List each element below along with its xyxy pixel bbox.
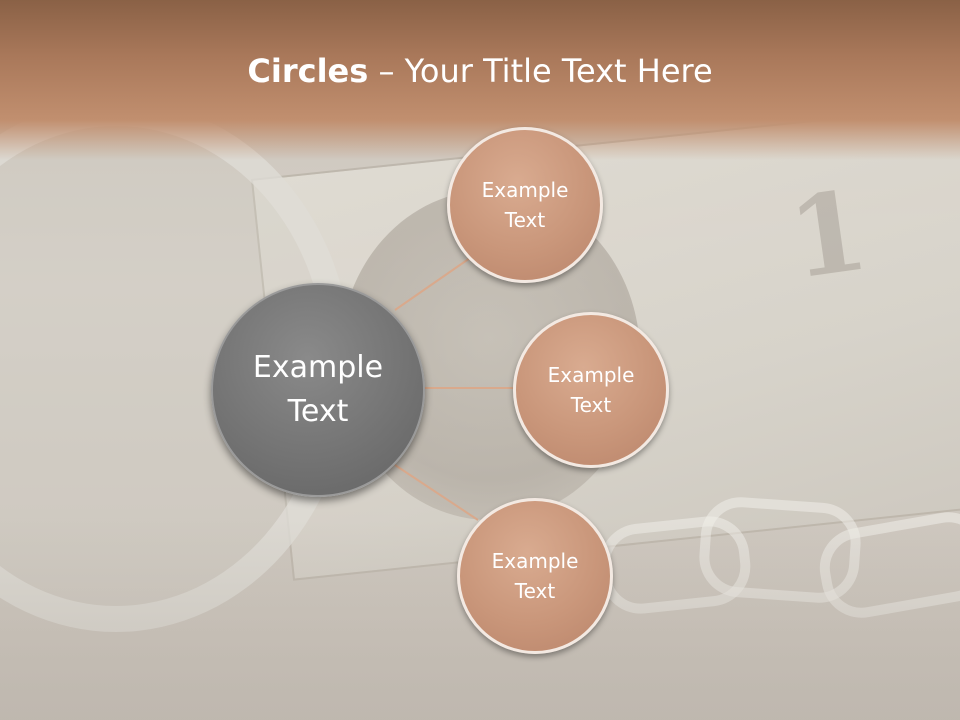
satellite-circle-label: Example Text (481, 178, 569, 232)
satellite-circle-2: Example Text (513, 312, 669, 468)
connector-line-3 (394, 464, 479, 521)
slide-title: Circles – Your Title Text Here (0, 52, 960, 90)
title-band (0, 0, 960, 160)
satellite-circle-label: Example Text (491, 549, 579, 603)
center-circle-label: Example Text (252, 350, 384, 429)
satellite-circle-1: Example Text (447, 127, 603, 283)
connector-line-1 (394, 257, 471, 311)
center-circle: Example Text (211, 283, 425, 497)
title-bold-part: Circles (247, 52, 369, 90)
satellite-circle-label: Example Text (547, 363, 635, 417)
title-rest-part: – Your Title Text Here (368, 52, 713, 90)
satellite-circle-3: Example Text (457, 498, 613, 654)
